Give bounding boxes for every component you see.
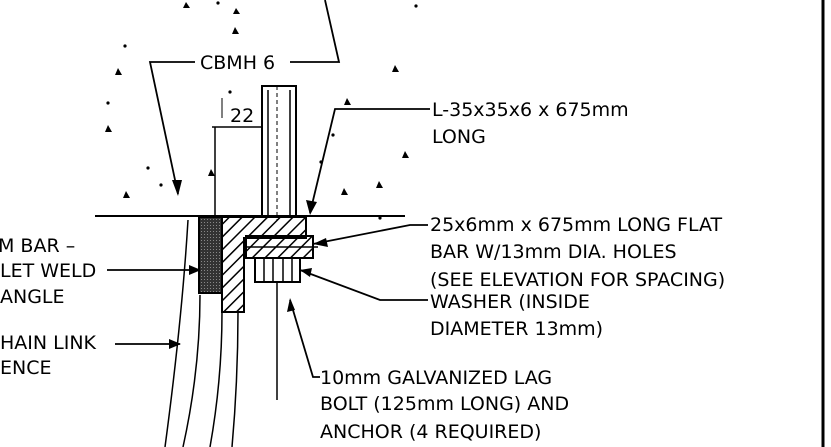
label-left-1: M BAR – bbox=[0, 235, 75, 257]
label-angle-1: L-35x35x6 x 675mm bbox=[432, 99, 629, 121]
label-flatbar-1: 25x6mm x 675mm LONG FLAT bbox=[430, 214, 722, 236]
concrete-aggregate bbox=[105, 1, 418, 220]
post bbox=[261, 85, 297, 217]
label-angle-2: LONG bbox=[432, 126, 486, 148]
label-bolt-1: 10mm GALVANIZED LAG bbox=[320, 367, 552, 389]
label-fence-1: HAIN LINK bbox=[0, 332, 97, 354]
label-washer-2: DIAMETER 13mm) bbox=[430, 318, 603, 340]
label-dimension: 22 bbox=[230, 105, 254, 127]
label-flatbar-2: BAR W/13mm DIA. HOLES bbox=[430, 241, 677, 263]
label-left-2: LET WELD bbox=[0, 260, 96, 282]
leader-lines bbox=[107, 0, 430, 378]
label-left-3: ANGLE bbox=[0, 286, 65, 308]
label-bolt-2: BOLT (125mm LONG) AND bbox=[320, 393, 569, 415]
welded-bar bbox=[198, 216, 223, 294]
label-fence-2: ENCE bbox=[0, 357, 52, 379]
chain-link-fence bbox=[164, 219, 239, 447]
label-washer-1: WASHER (INSIDE bbox=[430, 291, 590, 313]
label-flatbar-3: (SEE ELEVATION FOR SPACING) bbox=[430, 269, 725, 291]
washer bbox=[254, 257, 301, 283]
label-bolt-3: ANCHOR (4 REQUIRED) bbox=[320, 421, 541, 443]
arrowheads bbox=[169, 180, 328, 349]
label-cbmh: CBMH 6 bbox=[200, 52, 275, 74]
